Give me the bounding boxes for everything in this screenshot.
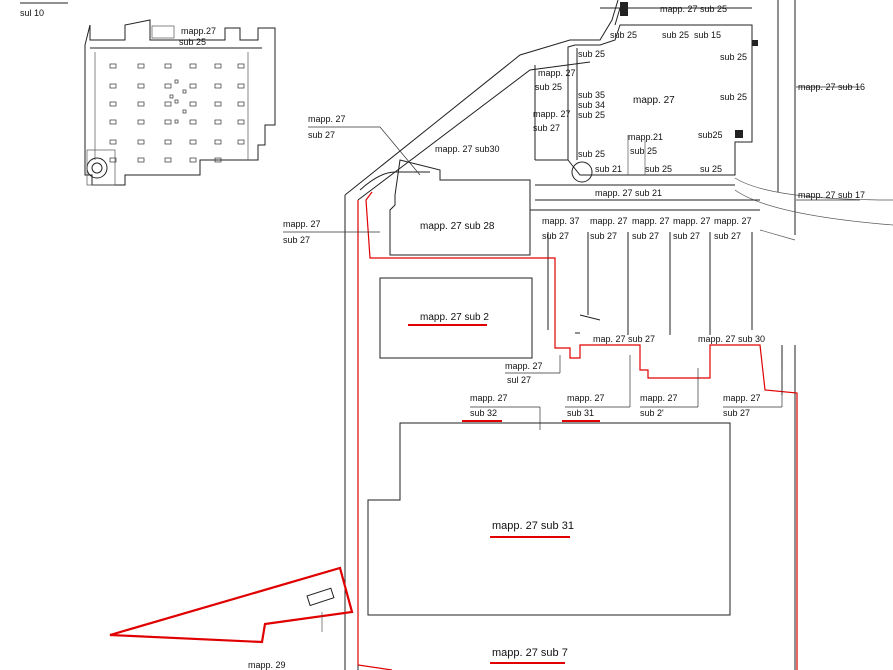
label-sub27-b: sub 27 [542,231,569,241]
label-sub25-i: sub 25 [578,149,605,159]
label-mapp27-e: mapp. 27 [632,216,670,226]
label-sub32: sub 32 [470,408,497,418]
label-sub34: sub 34 [578,100,605,110]
label-mapp27-sub27: map. 27 sub 27 [593,334,655,344]
label-mapp27-sub7: mapp. 27 sub 7 [492,647,568,659]
parcel-labels: mapp. 27 sub 25 sub 25 sub 25 sub 15 sub… [248,4,865,670]
label-sub25-b: sub 25 [610,30,637,40]
label-sub25-d: sub 25 [720,52,747,62]
label-mapp37: mapp. 37 [542,216,580,226]
red-boundary-main [357,191,798,670]
label-sub21: sub 21 [595,164,622,174]
label-sub25-j: sub25 [698,130,723,140]
label-mapp27-sub31: mapp. 27 sub 31 [492,520,574,532]
label-sub15: sub 15 [694,30,721,40]
garage-stalls [530,209,796,335]
inset-window-marks [109,63,245,163]
north-building [534,2,760,201]
label-sub27-e: sub 27 [673,231,700,241]
label-mapp27-f: mapp. 27 [673,216,711,226]
label-mapp27-sub28: mapp. 27 sub 28 [420,221,495,232]
label-mapp27-i: mapp. 27 [470,393,508,403]
leader-lines [283,86,860,430]
label-sub27-left: sub 27 [308,130,335,140]
block-sub2 [379,277,533,359]
label-mapp27-sub2: mapp. 27 sub 2 [420,312,489,323]
label-sub27-left2: sub 27 [283,235,310,245]
label-mapp21: mapp.21 [628,132,663,142]
label-sub31: sub 31 [567,408,594,418]
label-mapp27-left: mapp. 27 [308,114,346,124]
label-mapp27-j: mapp. 27 [567,393,605,403]
block-sub31 [367,422,731,616]
inset-sub-label: sub 25 [179,37,206,47]
label-mapp27-sub30-top: mapp. 27 sub30 [435,144,500,154]
label-mapp29: mapp. 29 [248,660,286,670]
label-sub27-h: sub 2' [640,408,664,418]
label-sub27-c: sub 27 [590,231,617,241]
label-sub25-h: sub 25 [578,110,605,120]
label-mapp27-g: mapp. 27 [714,216,752,226]
label-sub25-l: sub 25 [645,164,672,174]
label-mapp27-d: mapp. 27 [590,216,628,226]
label-mapp27-l: mapp. 27 [723,393,761,403]
label-sub25-e: sub 25 [535,82,562,92]
label-mapp27-a: mapp. 27 [538,68,576,78]
label-sub27-a: sub 27 [533,123,560,133]
red-underlines [408,324,600,664]
label-sub25-c: sub 25 [662,30,689,40]
label-mapp27-sub16: mapp. 27 sub 16 [798,82,865,92]
block-sub28 [359,159,531,256]
label-sub35: sub 35 [578,90,605,100]
label-top-sub25-a: mapp. 27 sub 25 [660,4,727,14]
label-mapp27-h: mapp. 27 [505,361,543,371]
label-sub27-i: sub 27 [723,408,750,418]
label-sub27-f: sub 27 [714,231,741,241]
label-sub25-k: sub 25 [630,146,657,156]
label-mapp27-center: mapp. 27 [633,95,675,106]
label-mapp27-sub17: mapp. 27 sub 17 [798,190,865,200]
label-sub27-d: sub 27 [632,231,659,241]
inset-mapp-label: mapp.27 [181,26,216,36]
label-sub27-g: sul 27 [507,375,531,385]
label-mapp27-k: mapp. 27 [640,393,678,403]
label-sub10: sul 10 [20,8,44,18]
inset-building: sul 10 mapp.27 sub 25 [20,2,276,186]
label-mapp27-sub30: mapp. 27 sub 30 [698,334,765,344]
label-mapp27-left2: mapp. 27 [283,219,321,229]
label-sub25-f: sub 25 [578,49,605,59]
red-boundary-triangle [109,566,354,644]
label-mapp27-c: mapp. 27 [533,109,571,119]
label-mapp27-sub21: mapp. 27 sub 21 [595,188,662,198]
label-sub25-n: su 25 [700,164,722,174]
label-sub25-g: sub 25 [720,92,747,102]
